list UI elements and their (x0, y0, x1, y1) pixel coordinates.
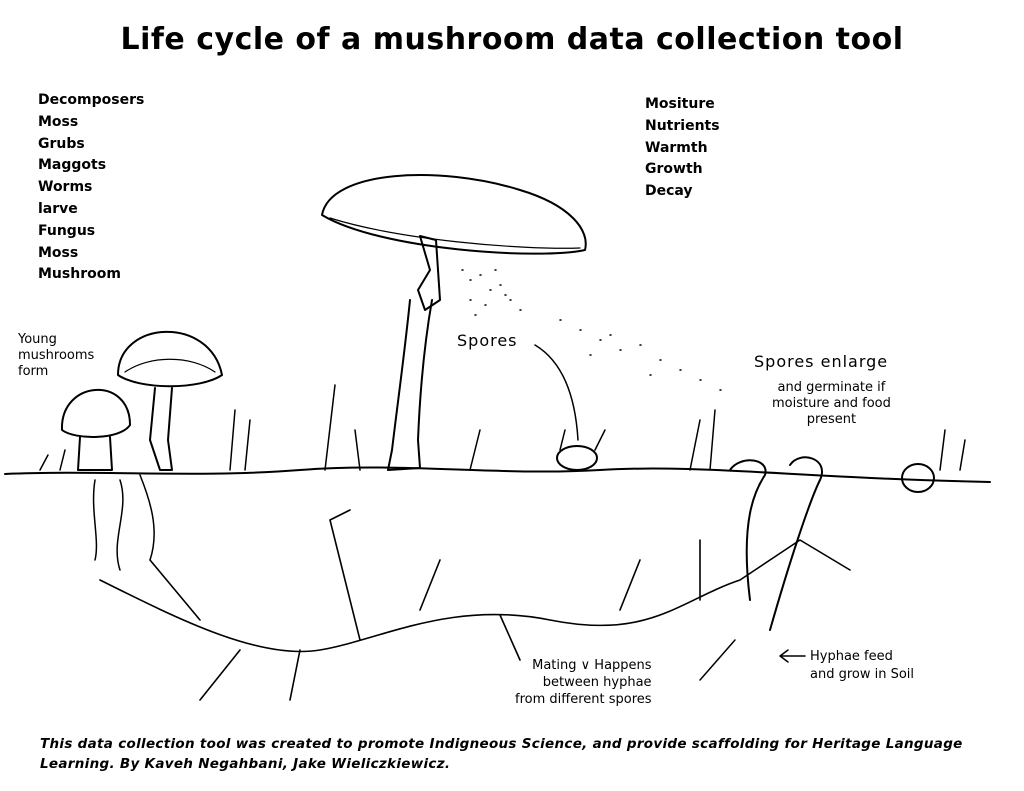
list-item: Moss (38, 244, 79, 261)
list-item: Decomposers (38, 92, 145, 108)
list-item: larve (38, 200, 78, 217)
list-item: Fungus (38, 222, 96, 239)
young-mushrooms-label: Young mushrooms form (18, 332, 95, 379)
mating-arrow (699, 639, 736, 681)
young-mushrooms (60, 330, 223, 571)
enlarged-spore (901, 463, 935, 493)
organisms-list: Decomposers Moss Grubs Maggots Worms lar… (38, 90, 144, 286)
list-item: Mositure (645, 96, 715, 112)
grass (39, 384, 966, 471)
hyphae-network (99, 509, 851, 701)
spores-arrow (534, 344, 579, 441)
list-item: Decay (645, 183, 693, 200)
spores-label: Spores (457, 331, 518, 350)
spore-dots (461, 269, 722, 391)
germinate-label: and germinate if moisture and food prese… (772, 380, 891, 427)
mating-label: Mating ∨ Happens between hyphae from dif… (515, 658, 652, 707)
list-item: Worms (38, 179, 93, 196)
list-item: Grubs (38, 135, 85, 152)
germinating-spores (729, 456, 823, 631)
hyphae-label: Hyphae feed and grow in Soil (810, 649, 915, 682)
hyphae-arrow (779, 649, 806, 663)
list-item: Warmth (645, 139, 708, 156)
footer-credits: This data collection tool was created to… (40, 736, 963, 772)
list-item: Mushroom (38, 266, 121, 283)
list-item: Growth (645, 161, 703, 178)
list-item: Maggots (38, 157, 107, 174)
page-title: Life cycle of a mushroom data collection… (120, 22, 904, 57)
ground-line (4, 466, 991, 483)
list-item: Nutrients (645, 117, 720, 134)
spores-enlarge-label: Spores enlarge (754, 352, 889, 371)
conditions-list: Mositure Nutrients Warmth Growth Decay (645, 94, 720, 203)
spore-on-ground (556, 445, 598, 471)
large-mushroom (321, 174, 587, 471)
list-item: Moss (38, 113, 79, 130)
